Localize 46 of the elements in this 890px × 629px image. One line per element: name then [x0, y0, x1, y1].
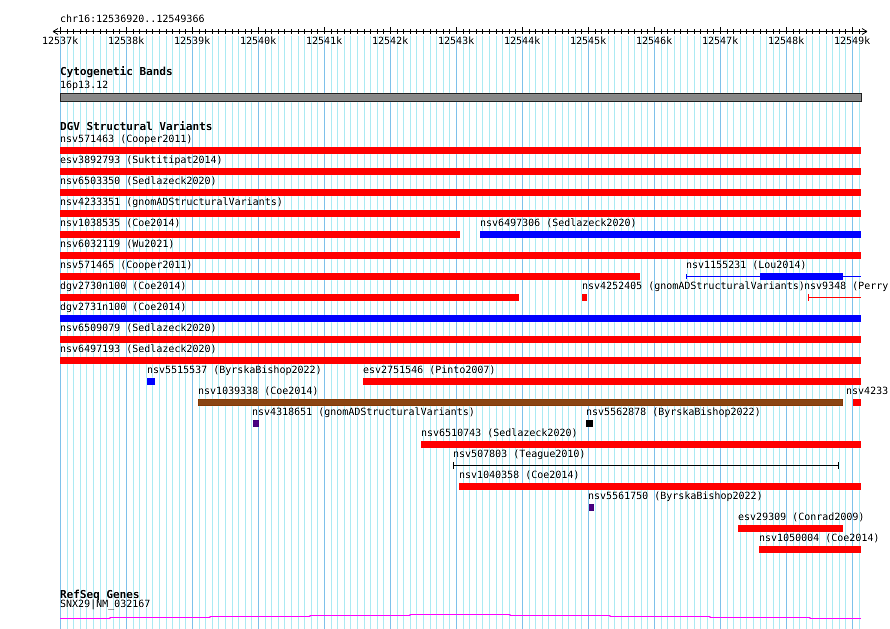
tick-label: 12539k	[174, 36, 210, 47]
variant-label: nsv571465 (Cooper2011)	[60, 260, 192, 271]
variant-label: nsv6510743 (Sedlazeck2020)	[421, 428, 578, 439]
variant-label: nsv1038535 (Coe2014)	[60, 218, 180, 229]
variant-label: nsv1040358 (Coe2014)	[459, 470, 580, 481]
tick-label: 12545k	[570, 36, 606, 47]
tick-label: 12538k	[108, 36, 144, 47]
variant-label: nsv1050004 (Coe2014)	[759, 533, 880, 544]
variant-label: nsv6503350 (Sedlazeck2020)	[60, 176, 217, 187]
variant-label: dgv2730n100 (Coe2014)	[60, 281, 186, 292]
tick-label: 12543k	[438, 36, 474, 47]
track-heading: DGV Structural Variants	[60, 121, 212, 132]
variant-label: nsv571463 (Cooper2011)	[60, 134, 192, 145]
tick-label: 12547k	[702, 36, 738, 47]
variant-label: nsv1039338 (Coe2014)	[198, 386, 318, 397]
variant-label: nsv6509079 (Sedlazeck2020)	[60, 323, 217, 334]
variant-label: nsv507803 (Teague2010)	[453, 449, 586, 460]
band-label: 16p13.12	[60, 80, 108, 91]
track-heading: RefSeq Genes	[60, 589, 140, 600]
variant-label: nsv5561750 (ByrskaBishop2022)	[588, 491, 763, 502]
tick-label: 12544k	[504, 36, 540, 47]
tick-label: 12549k	[834, 36, 870, 47]
track-heading: Cytogenetic Bands	[60, 66, 173, 77]
variant-label: nsv5515537 (ByrskaBishop2022)	[147, 365, 322, 376]
variant-label: esv29309 (Conrad2009)	[738, 512, 864, 523]
variant-label: nsv4252405 (gnomADStructuralVariants)	[582, 281, 805, 292]
gene-label: SNX29|NM_032167	[60, 599, 150, 610]
tick-label: 12540k	[240, 36, 276, 47]
variant-label: dgv2731n100 (Coe2014)	[60, 302, 186, 313]
tick-label: 12537k	[42, 36, 78, 47]
tick-label: 12548k	[768, 36, 804, 47]
variant-label: nsv5562878 (ByrskaBishop2022)	[586, 407, 761, 418]
variant-label: esv3892793 (Suktitipat2014)	[60, 155, 223, 166]
variant-label: nsv4233351 (gnomADStructuralVariants)	[60, 197, 283, 208]
variant-label: nsv4233	[846, 386, 888, 397]
variant-label: nsv6497306 (Sedlazeck2020)	[480, 218, 637, 229]
variant-label: nsv6032119 (Wu2021)	[60, 239, 174, 250]
tick-label: 12541k	[306, 36, 342, 47]
variant-label: nsv6497193 (Sedlazeck2020)	[60, 344, 217, 355]
variant-label: nsv9348 (Perry	[804, 281, 888, 292]
coordinate-range: chr16:12536920..12549366	[60, 14, 204, 25]
variant-label: nsv1155231 (Lou2014)	[686, 260, 806, 271]
tick-label: 12546k	[636, 36, 672, 47]
tick-label: 12542k	[372, 36, 408, 47]
variant-label: esv2751546 (Pinto2007)	[363, 365, 496, 376]
variant-label: nsv4318651 (gnomADStructuralVariants)	[252, 407, 475, 418]
